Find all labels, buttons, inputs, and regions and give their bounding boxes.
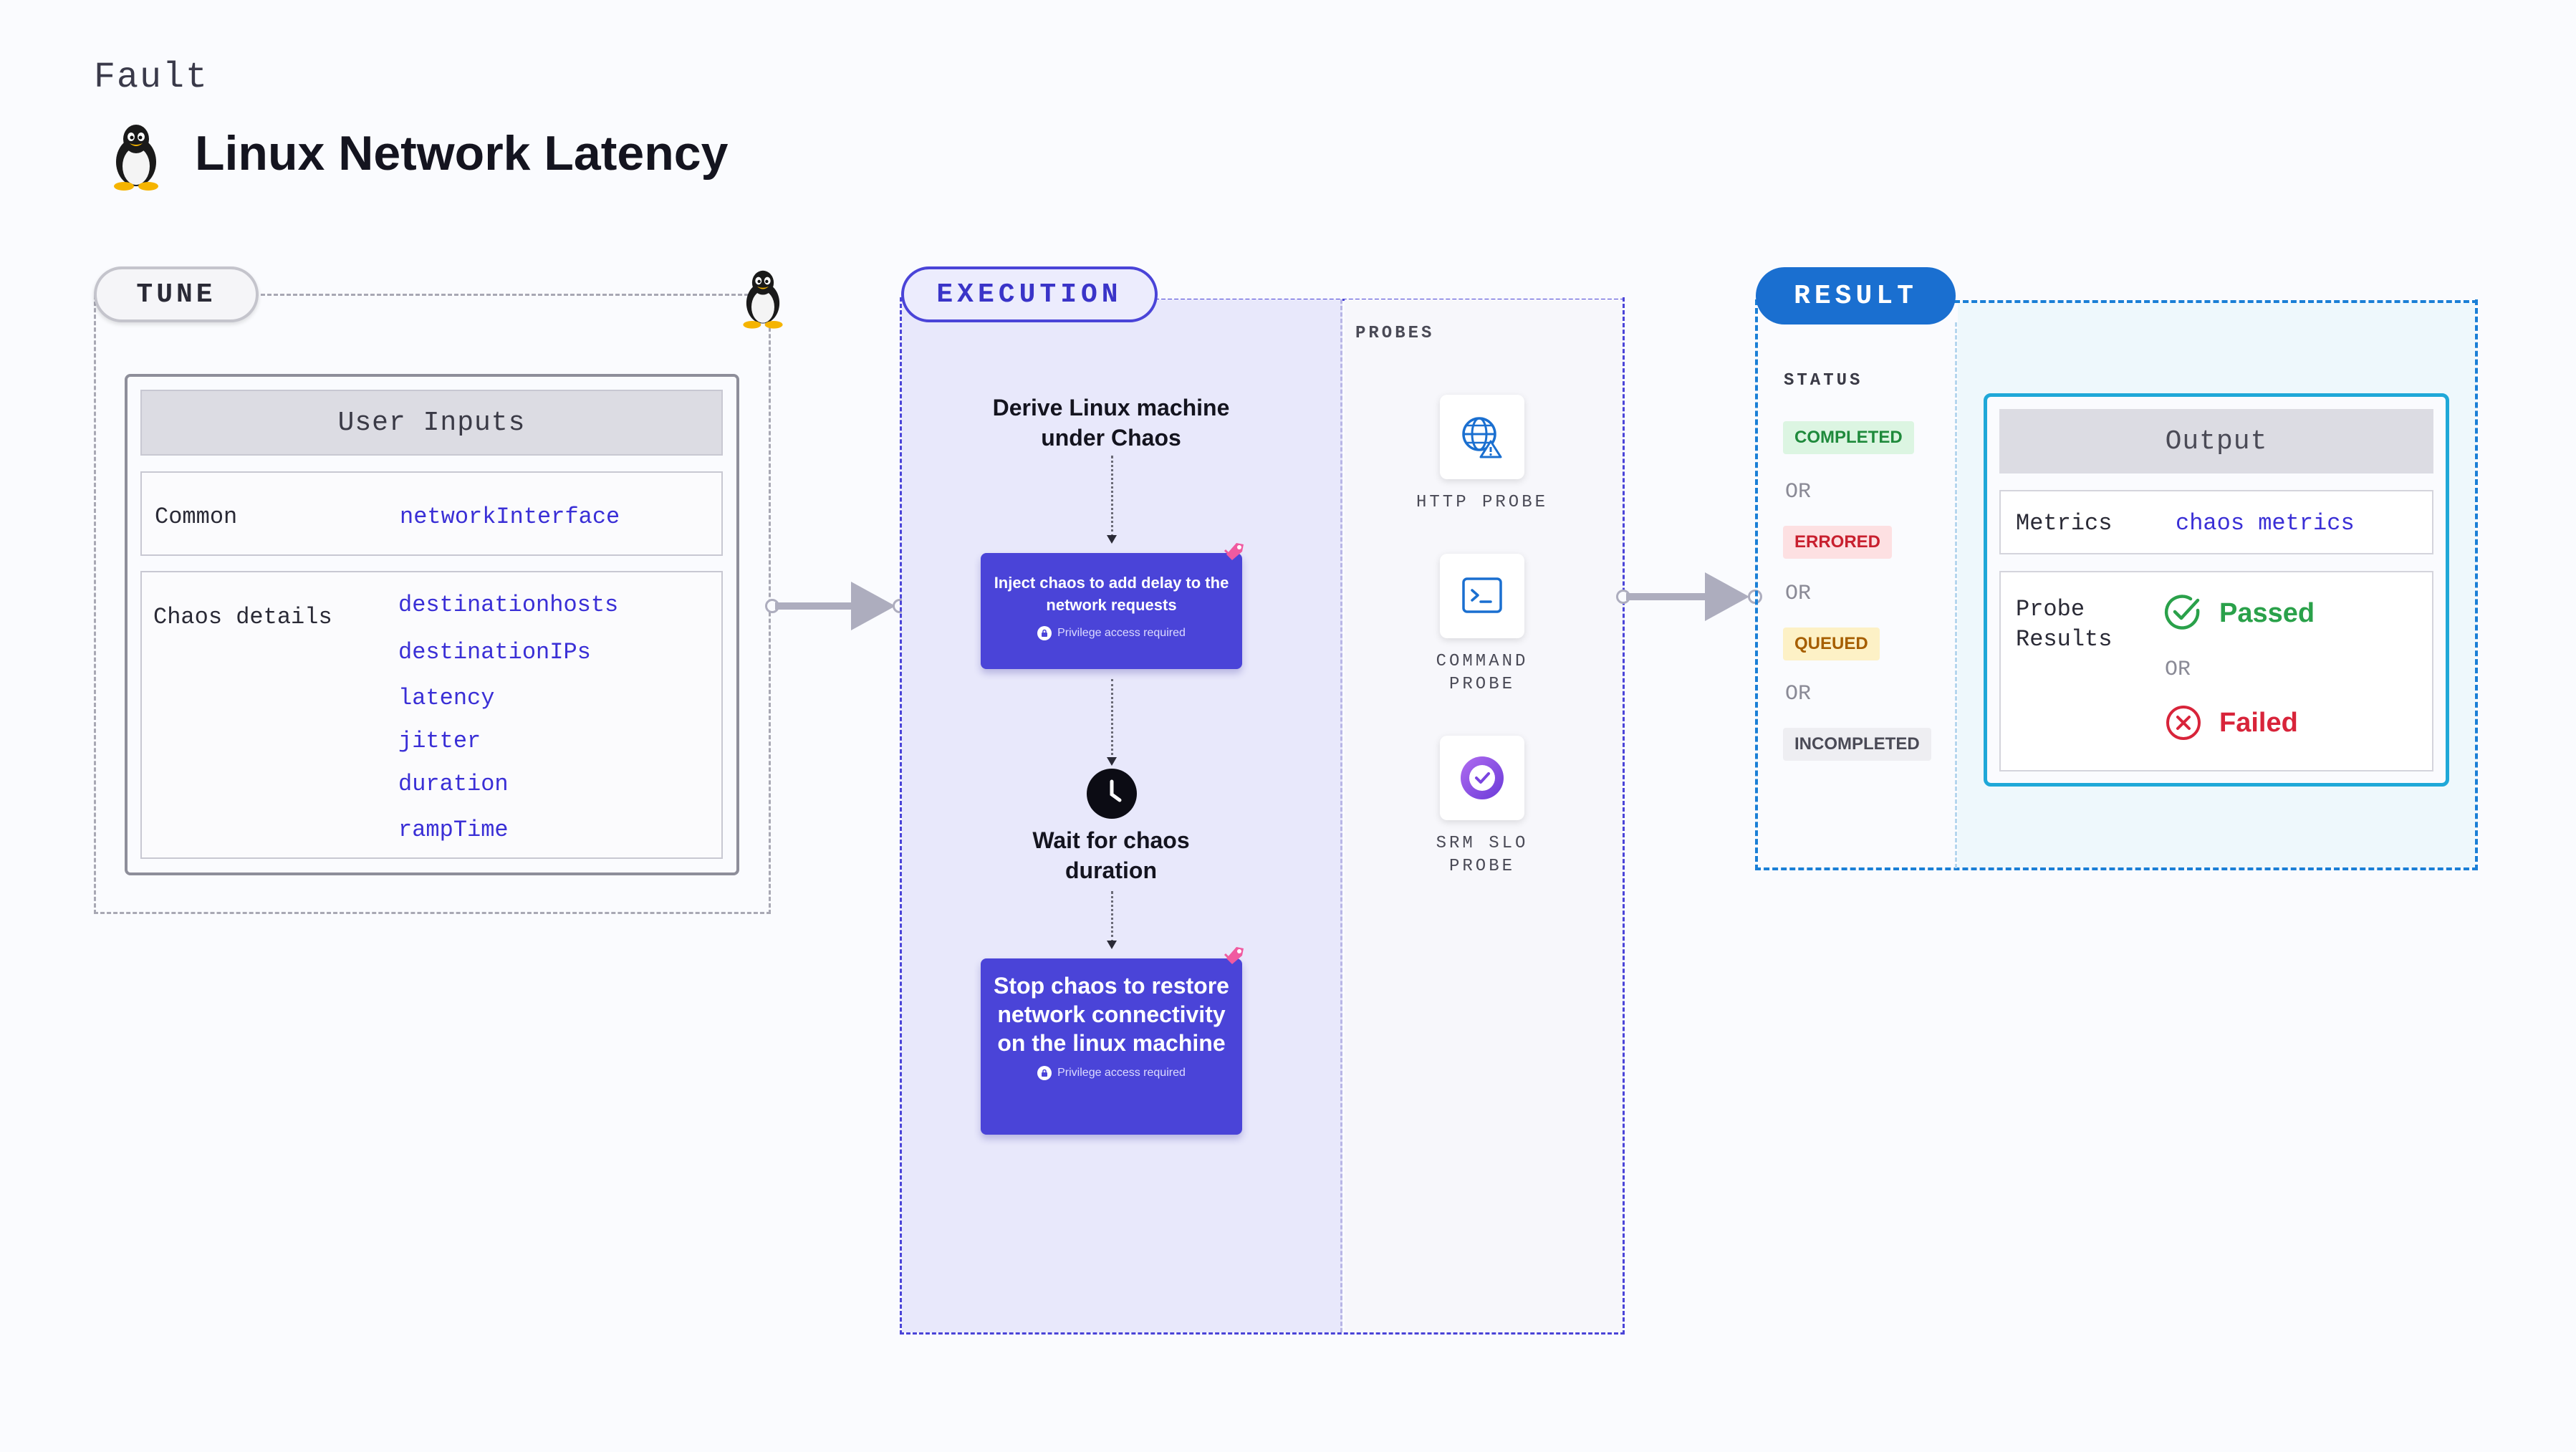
- user-inputs-header: User Inputs: [140, 390, 723, 456]
- execution-section: [900, 297, 1625, 1335]
- chaos-param: destinationhosts: [398, 592, 619, 618]
- flow-connector: [1111, 891, 1113, 943]
- flow-arrow-head: [1705, 572, 1749, 621]
- privilege-note: Privilege access required: [981, 1066, 1242, 1080]
- metrics-label: Metrics: [2016, 510, 2113, 537]
- result-pill: RESULT: [1756, 267, 1956, 324]
- probes-label: PROBES: [1355, 324, 1435, 343]
- privilege-note: Privilege access required: [981, 626, 1242, 640]
- inject-chaos-card: Inject chaos to add delay to the network…: [981, 553, 1242, 669]
- or-separator: OR: [1785, 480, 1812, 504]
- or-separator: OR: [1785, 682, 1812, 706]
- chaos-details-row: [140, 571, 723, 859]
- metrics-row: [1999, 490, 2433, 554]
- page-title: Linux Network Latency: [195, 126, 729, 181]
- common-label: Common: [155, 504, 238, 530]
- srm-slo-probe-tile: [1440, 736, 1524, 820]
- linux-tux-icon-small: [743, 270, 783, 329]
- flow-connector-arrow: [1107, 757, 1117, 766]
- lock-icon: [1037, 1066, 1052, 1080]
- lock-icon: [1037, 626, 1052, 640]
- http-probe-label: HTTP PROBE: [1416, 493, 1549, 512]
- common-row: [140, 471, 723, 556]
- stop-chaos-text: Stop chaos to restore network connectivi…: [994, 973, 1229, 1056]
- chaos-tag-icon: [1224, 543, 1244, 560]
- stop-chaos-card: Stop chaos to restore network connectivi…: [981, 958, 1242, 1135]
- flow-connector: [1111, 456, 1113, 537]
- probe-results-row: [1999, 571, 2433, 771]
- http-probe-tile: [1440, 395, 1524, 479]
- result-section-border: [1954, 300, 2478, 303]
- probe-result-passed: Passed: [2219, 598, 2315, 628]
- chaos-tag-icon: [1224, 947, 1244, 964]
- result-section: [1755, 299, 2478, 870]
- execution-pill: EXECUTION: [901, 266, 1158, 322]
- terminal-icon: [1462, 577, 1502, 613]
- chaos-param: duration: [398, 771, 509, 797]
- or-separator: OR: [1785, 582, 1812, 606]
- or-separator: OR: [2165, 658, 2191, 682]
- fault-kicker: Fault: [94, 57, 209, 98]
- slo-check-icon: [1461, 756, 1504, 799]
- chaos-param: latency: [398, 685, 495, 711]
- flow-arrow-line: [775, 602, 854, 610]
- passed-check-icon: [2164, 595, 2200, 630]
- flow-arrow-head: [851, 582, 895, 630]
- tune-section-border: [254, 294, 749, 296]
- result-divider: [1955, 322, 1957, 868]
- status-badge-errored: ERRORED: [1783, 526, 1893, 559]
- common-param-network-interface: networkInterface: [400, 504, 620, 530]
- privilege-text: Privilege access required: [1057, 1067, 1186, 1079]
- status-label: STATUS: [1784, 371, 1863, 390]
- chaos-details-label: Chaos details: [153, 604, 332, 630]
- failed-x-icon: [2166, 706, 2201, 740]
- wait-step: Wait for chaos duration: [1032, 827, 1190, 883]
- flow-connector-arrow: [1107, 535, 1117, 544]
- flow-connector: [1111, 679, 1113, 759]
- status-badge-completed: COMPLETED: [1783, 421, 1914, 454]
- chaos-param: rampTime: [398, 817, 509, 843]
- clock-icon: [1087, 769, 1137, 819]
- chaos-param: destinationIPs: [398, 639, 591, 665]
- inject-chaos-text: Inject chaos to add delay to the network…: [994, 574, 1229, 614]
- chaos-param: jitter: [398, 728, 481, 754]
- output-header: Output: [1999, 409, 2433, 473]
- derive-machine-step: Derive Linux machine under Chaos: [992, 395, 1230, 451]
- status-badge-queued: QUEUED: [1783, 628, 1880, 660]
- flow-connector-arrow: [1107, 941, 1117, 949]
- privilege-text: Privilege access required: [1057, 627, 1186, 639]
- tune-pill: TUNE: [94, 266, 259, 322]
- command-probe-tile: [1440, 554, 1524, 638]
- metrics-value: chaos metrics: [2176, 510, 2355, 537]
- probe-result-failed: Failed: [2219, 708, 2298, 738]
- flow-arrow-line: [1626, 593, 1708, 600]
- status-badge-incompleted: INCOMPLETED: [1783, 728, 1931, 761]
- globe-warning-icon: [1462, 417, 1502, 458]
- linux-tux-icon: [114, 125, 158, 191]
